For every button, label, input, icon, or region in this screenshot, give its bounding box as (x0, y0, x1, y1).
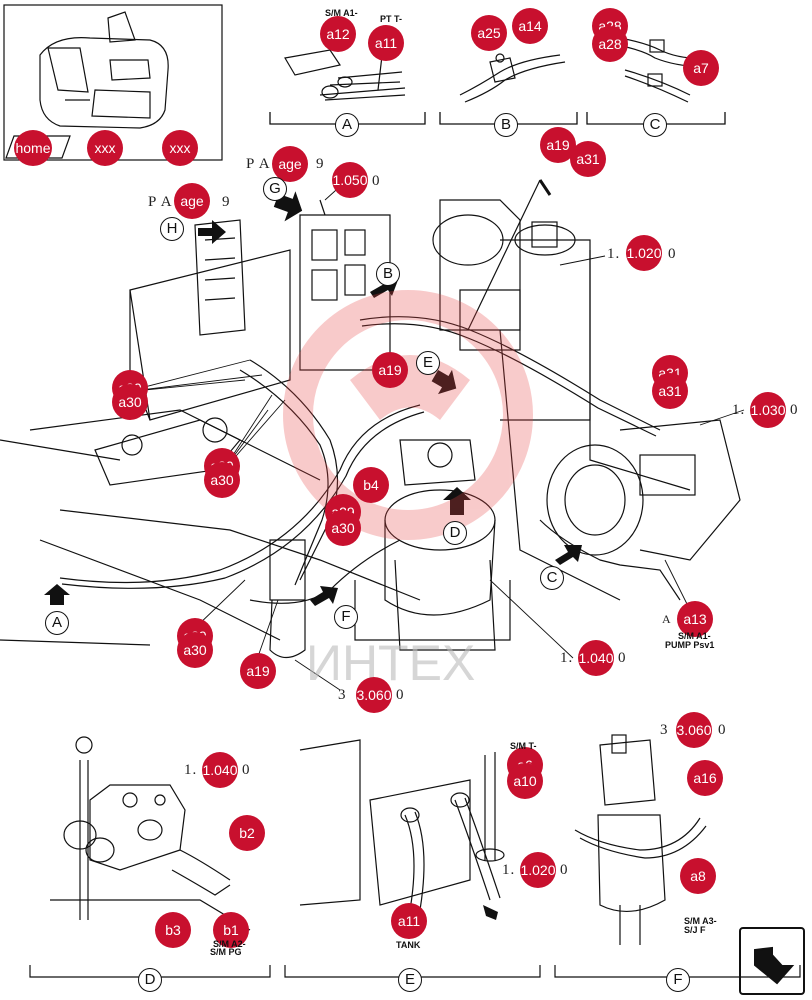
ref-1030-suffix: 0 (790, 402, 799, 418)
view-e-detail (284, 739, 541, 978)
view-marker-f-bottom[interactable]: F (666, 968, 690, 992)
ref-1020e-prefix: 1. (502, 862, 516, 878)
label-pt: PT T- (380, 14, 402, 24)
view-marker-e[interactable]: E (416, 351, 440, 375)
callout-a10[interactable]: a10 (507, 763, 543, 799)
label-sm-t: S/M T- (510, 741, 537, 751)
ref-1020-suffix: 0 (668, 246, 677, 262)
callout-b4[interactable]: b4 (353, 467, 389, 503)
label-tank: TANK (396, 940, 421, 950)
page-ref-left-page: 9 (222, 194, 231, 210)
view-marker-h[interactable]: H (160, 217, 184, 241)
callout-b2[interactable]: b2 (229, 815, 265, 851)
next-page-icon[interactable] (739, 927, 805, 995)
ref-1040d-prefix: 1. (184, 762, 198, 778)
view-a-fittings (284, 29, 406, 101)
prev-page-button[interactable]: xxx (87, 130, 123, 166)
view-marker-d[interactable]: D (443, 521, 467, 545)
label-sm-a3: S/M A3- (684, 916, 717, 926)
callout-a13[interactable]: a13 (677, 601, 713, 637)
direction-arrows (44, 191, 582, 920)
view-marker-g[interactable]: G (263, 177, 287, 201)
callout-a19-mid[interactable]: a19 (372, 352, 408, 388)
ref-3060-prefix: 3 (338, 687, 347, 703)
view-marker-c[interactable]: C (540, 566, 564, 590)
page-ref-top-link[interactable]: age (272, 146, 308, 182)
ref-1040-link[interactable]: 1.040 (578, 640, 614, 676)
view-marker-a-top[interactable]: A (335, 113, 359, 137)
callout-a11-e[interactable]: a11 (391, 903, 427, 939)
ref-1020e-suffix: 0 (560, 862, 569, 878)
page-ref-top-prefix: P A (246, 156, 271, 172)
ref-3060f-link[interactable]: 3.060 (676, 712, 712, 748)
view-f-detail (554, 734, 801, 978)
view-b-clamp (459, 53, 566, 103)
label-sm-pg: S/M PG (210, 947, 242, 957)
label-sm-a2: S/M A2- (213, 939, 246, 949)
callout-b3[interactable]: b3 (155, 912, 191, 948)
watermark-logo (283, 290, 533, 540)
callout-a30-lower[interactable]: a30 (204, 462, 240, 498)
callout-a16[interactable]: a16 (687, 760, 723, 796)
view-marker-b[interactable]: B (376, 262, 400, 286)
ref-3060-link[interactable]: 3.060 (356, 677, 392, 713)
home-button[interactable]: home (14, 130, 52, 166)
ref-1030-link[interactable]: 1.030 (750, 392, 786, 428)
callout-a28[interactable]: a28 (592, 26, 628, 62)
label-a-pump: A (662, 612, 672, 626)
view-marker-c-top[interactable]: C (643, 113, 667, 137)
callout-a7[interactable]: a7 (683, 50, 719, 86)
callout-a30-low[interactable]: a30 (177, 632, 213, 668)
callout-a30-mid[interactable]: a30 (325, 510, 361, 546)
page-ref-left-link[interactable]: age (174, 183, 210, 219)
view-marker-d-bottom[interactable]: D (138, 968, 162, 992)
label-pump-psv1: PUMP Psv1 (665, 640, 715, 650)
callout-a14[interactable]: a14 (512, 8, 548, 44)
callout-a12[interactable]: a12 (320, 16, 356, 52)
callout-a31-right[interactable]: a31 (652, 373, 688, 409)
callout-a25[interactable]: a25 (471, 15, 507, 51)
callout-a11[interactable]: a11 (368, 25, 404, 61)
next-page-button[interactable]: xxx (162, 130, 198, 166)
main-frame-outline (0, 199, 741, 659)
view-marker-f[interactable]: F (334, 605, 358, 629)
view-marker-b-top[interactable]: B (494, 113, 518, 137)
label-sj: S/J F (684, 925, 706, 935)
ref-1040d-suffix: 0 (242, 762, 251, 778)
ref-1040-prefix: 1. (560, 650, 574, 666)
callout-a19-low[interactable]: a19 (240, 653, 276, 689)
page-ref-left-prefix: P A (148, 194, 173, 210)
page-ref-top-page: 9 (316, 156, 325, 172)
ref-1050-suffix: 0 (372, 173, 381, 189)
ref-3060f-prefix: 3 (660, 722, 669, 738)
view-marker-a[interactable]: A (45, 611, 69, 635)
ref-1040-suffix: 0 (618, 650, 627, 666)
callout-a31-top[interactable]: a31 (570, 141, 606, 177)
watermark-text: ИНТЕХ (306, 635, 475, 691)
ref-1020-prefix: 1. (607, 246, 621, 262)
ref-1020e-link[interactable]: 1.020 (520, 852, 556, 888)
ref-3060-suffix: 0 (396, 687, 405, 703)
ref-1040d-link[interactable]: 1.040 (202, 752, 238, 788)
callout-a8[interactable]: a8 (680, 858, 716, 894)
label-sm-a1: S/M A1- (325, 8, 358, 18)
label-sm-pump-prefix: S/M A1- (678, 631, 711, 641)
callout-b1[interactable]: b1 (213, 912, 249, 948)
ref-3060f-suffix: 0 (718, 722, 727, 738)
ref-1030-prefix: 1. (732, 402, 746, 418)
callout-a30-upper[interactable]: a30 (112, 384, 148, 420)
ref-1020-link[interactable]: 1.020 (626, 235, 662, 271)
view-marker-e-bottom[interactable]: E (398, 968, 422, 992)
ref-1050-link[interactable]: 1.050 (332, 162, 368, 198)
